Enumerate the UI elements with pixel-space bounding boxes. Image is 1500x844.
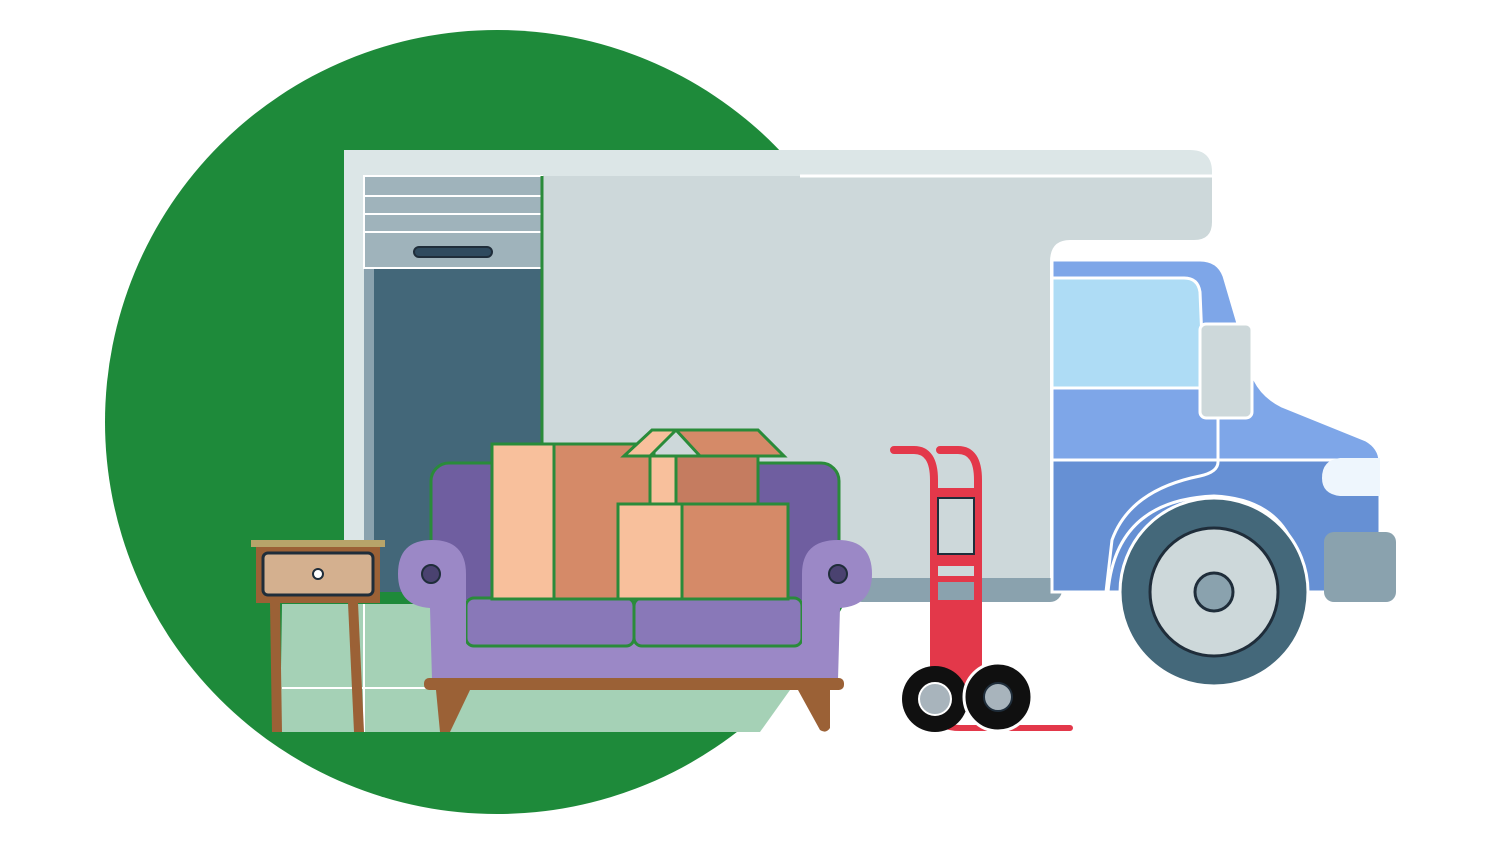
truck-front-hub (1193, 571, 1235, 613)
sofa-armrest-left (398, 540, 466, 680)
ramp-front (440, 690, 790, 732)
box-open-front-strip (648, 454, 678, 506)
sofa-armrest-right (802, 540, 872, 680)
sofa-armrest-right-button-icon (828, 564, 848, 584)
nightstand-leg-left (270, 603, 282, 732)
door-shutter-slat-1 (363, 175, 543, 197)
truck-front-bumper (1324, 532, 1396, 602)
truck-side-mirror (1198, 322, 1254, 420)
truck-headlight (1322, 458, 1380, 496)
sofa-seat-cushion-right (632, 596, 804, 648)
dolly-wheel-back-rim (918, 682, 952, 716)
dolly-handle-back (890, 446, 938, 720)
dolly-frame-window-mid (938, 566, 974, 576)
box-truck (344, 150, 1396, 688)
box-large-front-face (490, 442, 556, 601)
door-frame (344, 176, 364, 592)
sofa-leg-left (436, 690, 470, 732)
dolly-handle-front (936, 446, 982, 694)
box-small-front-face (616, 502, 684, 601)
box-open-flap-left (620, 428, 680, 458)
box-small-side-face (680, 502, 790, 601)
truck-door-seam (1104, 400, 1220, 593)
nightstand-knob-icon (312, 568, 324, 580)
nightstand (251, 540, 385, 732)
nightstand-leg-right (348, 603, 364, 732)
door-handle (413, 246, 493, 258)
nightstand-top (251, 540, 385, 547)
dolly-frame-window-top (937, 497, 975, 555)
truck-cab-window (1050, 276, 1206, 390)
box-open-flap-right (672, 428, 788, 458)
sofa-leg-right (798, 690, 830, 732)
dolly-frame-window-low (938, 582, 974, 600)
sofa-armrest-left-button-icon (421, 564, 441, 584)
sofa-seat-cushion-left (464, 596, 636, 648)
door-shutter-slat-2 (363, 195, 543, 215)
sofa-frame-rail (424, 678, 844, 690)
hand-truck-dolly (890, 446, 1073, 733)
dolly-wheel-front-rim (983, 682, 1013, 712)
truck-roof-strip (344, 150, 1212, 176)
cardboard-boxes (490, 428, 790, 601)
door-frame-inner (364, 268, 374, 592)
door-shutter-slat-3 (363, 213, 543, 233)
